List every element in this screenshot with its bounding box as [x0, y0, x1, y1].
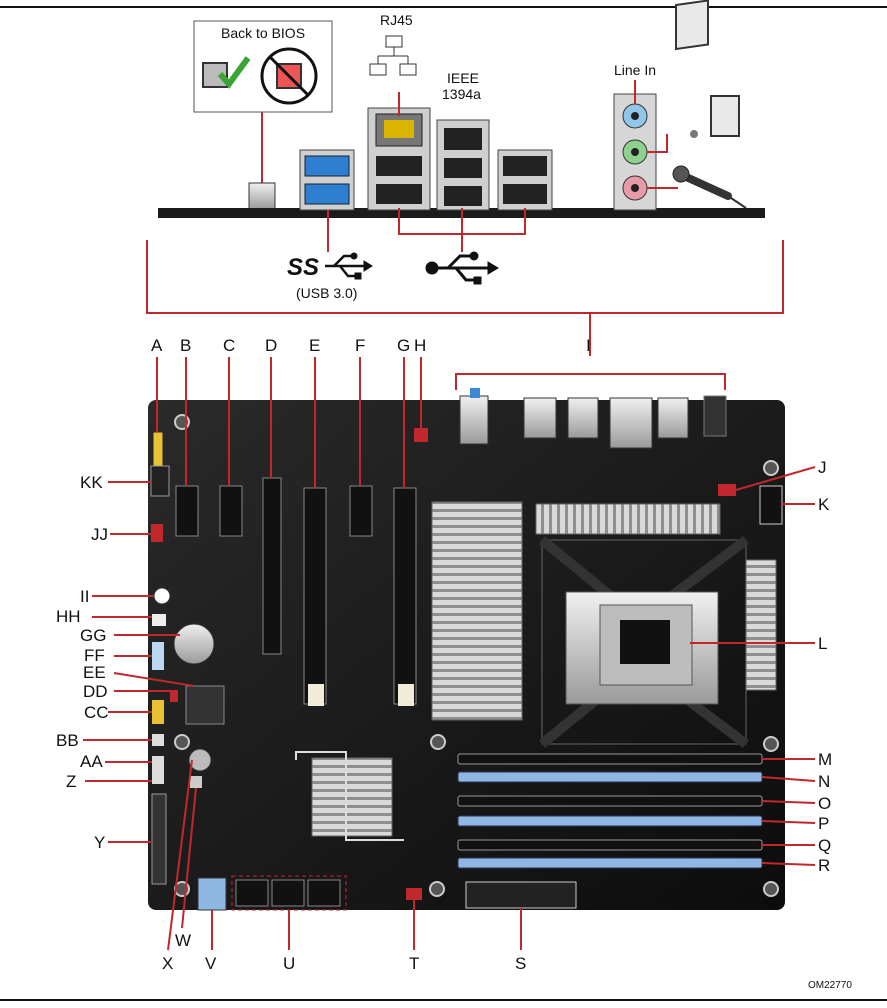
callout-bb: BB: [56, 731, 79, 750]
callout-m: M: [818, 750, 833, 769]
top-rule: [0, 6, 887, 8]
callout-w: W: [175, 931, 192, 950]
callout-g: G: [397, 336, 411, 355]
back-to-bios-label: Back to BIOS: [221, 25, 306, 41]
callout-ff: FF: [84, 646, 105, 665]
usb3-port-icon: [304, 155, 350, 177]
ss-usb-icon: [325, 252, 373, 280]
callout-v: V: [205, 954, 217, 973]
figure-id: OM22770: [808, 980, 852, 991]
rj45-label: RJ45: [380, 12, 413, 28]
rear-io-panel: [146, 0, 784, 356]
microphone-icon: [672, 165, 747, 209]
callout-gg: GG: [80, 626, 107, 645]
callout-cc: CC: [84, 703, 109, 722]
callout-h: H: [414, 336, 427, 355]
callout-dd: DD: [83, 682, 108, 701]
speakers-icon: [675, 0, 740, 138]
callout-n: N: [818, 772, 831, 791]
usb-icon: [425, 251, 499, 285]
callout-p: P: [818, 814, 830, 833]
callout-c: C: [223, 336, 236, 355]
callout-z: Z: [66, 772, 77, 791]
callout-x: X: [162, 954, 174, 973]
callout-ee: EE: [83, 663, 106, 682]
callout-j: J: [818, 458, 827, 477]
callout-t: T: [409, 954, 420, 973]
callout-kk: KK: [80, 473, 103, 492]
ieee-label-2: 1394a: [442, 86, 481, 102]
dimm-slots: [457, 753, 763, 869]
callout-k: K: [818, 495, 830, 514]
callout-d: D: [265, 336, 278, 355]
callout-jj: JJ: [91, 525, 108, 544]
callout-l: L: [818, 634, 828, 653]
checkmark-icon: [217, 56, 251, 89]
callout-ii: II: [80, 587, 90, 606]
callout-q: Q: [818, 836, 832, 855]
firewire-port-icon: [444, 128, 482, 150]
jumper-square-icon: [202, 62, 228, 88]
callout-r: R: [818, 856, 831, 875]
callout-a: A: [151, 336, 163, 355]
callout-f: F: [355, 336, 366, 355]
callout-o: O: [818, 794, 832, 813]
prohibited-icon: [260, 47, 318, 105]
callout-aa: AA: [80, 752, 103, 771]
ss-logo: SS: [287, 254, 320, 281]
callout-b: B: [180, 336, 192, 355]
callout-s: S: [515, 954, 527, 973]
bottom-rule: [0, 999, 887, 1001]
callout-y: Y: [94, 833, 106, 852]
ieee-label: IEEE: [447, 70, 479, 86]
network-icon: [369, 35, 417, 76]
line-in-label: Line In: [614, 62, 657, 78]
motherboard: [148, 373, 785, 911]
usb30-label: (USB 3.0): [296, 285, 358, 301]
callout-u: U: [283, 954, 296, 973]
callout-hh: HH: [56, 607, 81, 626]
callout-leaders: [83, 357, 816, 951]
callout-i: I: [586, 336, 591, 355]
callout-e: E: [309, 336, 321, 355]
